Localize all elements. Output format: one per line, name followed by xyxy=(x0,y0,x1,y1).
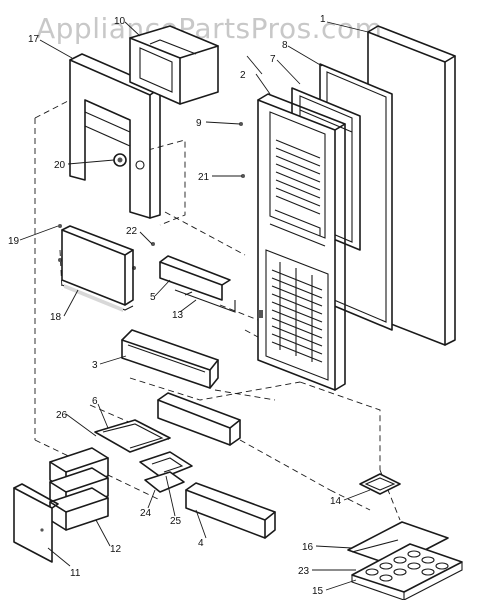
part-26-glass-plate xyxy=(94,419,171,453)
callout-labels: 1 2 3 4 5 6 7 8 9 10 11 12 13 14 15 16 1… xyxy=(8,14,342,597)
callout-5: 5 xyxy=(150,292,156,303)
callout-19: 19 xyxy=(8,236,20,247)
callout-16: 16 xyxy=(302,542,314,553)
callout-12: 12 xyxy=(110,544,122,555)
part-4-lower-door-shelf xyxy=(185,482,276,539)
part-6-door-shelf xyxy=(157,392,241,446)
callout-11: 11 xyxy=(70,568,81,579)
callout-15: 15 xyxy=(312,586,324,597)
callout-2: 2 xyxy=(240,70,246,81)
part-2-cabinet-liner xyxy=(257,93,346,391)
callout-9: 9 xyxy=(196,118,202,129)
part-13-bracket xyxy=(159,255,236,313)
callout-25: 25 xyxy=(170,516,182,527)
callout-13: 13 xyxy=(172,310,184,321)
callout-4: 4 xyxy=(198,538,204,549)
part-20-fan-motor xyxy=(113,153,127,167)
part-24-25-cover xyxy=(139,451,193,493)
callout-6: 6 xyxy=(92,396,98,407)
callout-21: 21 xyxy=(198,172,210,183)
callout-22: 22 xyxy=(126,226,138,237)
callout-24: 24 xyxy=(140,508,152,519)
part-18-cover-panel xyxy=(61,225,134,312)
part-15-ice-tray xyxy=(351,543,463,600)
part-3-bin xyxy=(121,329,219,389)
callout-10: 10 xyxy=(114,16,126,27)
callout-leader-lines xyxy=(19,21,371,591)
callout-14: 14 xyxy=(330,496,342,507)
part-11-panel xyxy=(13,483,59,563)
callout-8: 8 xyxy=(282,40,288,51)
callout-20: 20 xyxy=(54,160,66,171)
callout-26: 26 xyxy=(56,410,68,421)
callout-18: 18 xyxy=(50,312,62,323)
callout-23: 23 xyxy=(298,566,310,577)
watermark: AppliancePartsPros.com xyxy=(36,12,382,45)
part-10-housing-box xyxy=(129,25,219,105)
part-12-crisper-drawers xyxy=(49,447,109,531)
callout-1: 1 xyxy=(320,14,326,25)
screw-fasteners xyxy=(58,122,245,270)
part-14-small-tray xyxy=(359,473,401,495)
callout-17: 17 xyxy=(28,34,40,45)
callout-7: 7 xyxy=(270,54,276,65)
callout-3: 3 xyxy=(92,360,98,371)
